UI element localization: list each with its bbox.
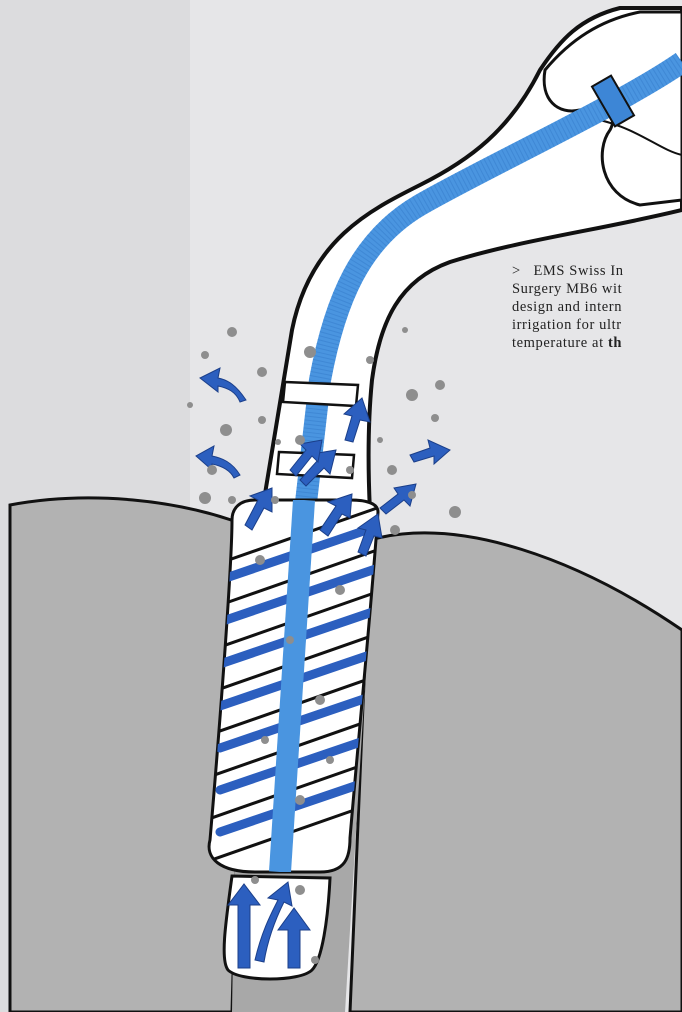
caption-line-1: > EMS Swiss In [512, 262, 682, 280]
caption-block: > EMS Swiss In Surgery MB6 wit design an… [512, 262, 682, 352]
sleeve-ring-upper [283, 382, 358, 406]
bone-left [10, 498, 245, 1012]
caption-line-2: Surgery MB6 wit [512, 280, 682, 298]
caption-marker: > [512, 263, 521, 279]
caption-line-5-text: temperature at [512, 335, 608, 351]
caption-line-4: irrigation for ultr [512, 316, 682, 334]
caption-line-3: design and intern [512, 298, 682, 316]
caption-line-5-bold: th [608, 335, 622, 351]
bone-right [350, 533, 682, 1012]
caption-line-1-text: EMS Swiss In [533, 263, 623, 279]
caption-line-5: temperature at th [512, 334, 682, 352]
